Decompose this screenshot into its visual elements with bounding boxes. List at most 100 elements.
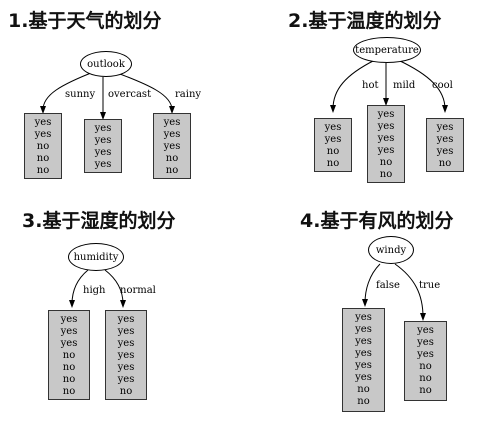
leaf-high: yes yes yes no no no no [48, 310, 90, 400]
class-label: yes [436, 122, 454, 133]
class-label: yes [377, 145, 395, 156]
class-label: no [165, 165, 179, 176]
edge-rainy [111, 70, 173, 111]
class-label: yes [117, 314, 135, 325]
panel-outlook: 1.基于天气的划分 outlook sunny overcast rainy y… [0, 0, 250, 200]
tree-edges [69, 269, 126, 308]
class-label: yes [377, 109, 395, 120]
class-label: no [419, 373, 432, 384]
class-label: yes [436, 134, 454, 145]
branch-label-normal: normal [120, 285, 156, 296]
class-label: no [379, 169, 393, 180]
panel-windy: 4.基于有风的划分 windy false true yes yes yes y… [250, 200, 499, 429]
branch-label-true: true [419, 280, 441, 291]
tree-edges [40, 70, 175, 120]
edge-true [394, 263, 424, 318]
branch-label-mild: mild [393, 80, 416, 91]
class-label: yes [355, 360, 372, 371]
leaf-normal: yes yes yes yes yes yes no [105, 310, 147, 400]
edge-cool [397, 59, 446, 110]
class-label: no [419, 385, 432, 396]
arrowhead [442, 105, 448, 113]
leaf-true: yes yes yes no no no [404, 321, 447, 401]
root-node-outlook: outlook [80, 51, 132, 77]
class-label: yes [94, 135, 112, 146]
class-label: no [438, 158, 452, 169]
class-label: yes [355, 372, 372, 383]
class-label: yes [355, 312, 372, 323]
edge-sunny [42, 70, 97, 111]
panel-title: 1.基于天气的划分 [8, 10, 162, 32]
panel-temperature: 2.基于温度的划分 temperature hot mild cool yes … [250, 0, 499, 200]
arrowhead [420, 313, 426, 321]
class-label: yes [163, 117, 181, 128]
class-label: yes [117, 362, 135, 373]
leaf-hot: yes yes no no [314, 118, 352, 172]
arrowhead [120, 300, 126, 308]
class-label: yes [324, 122, 342, 133]
class-label: yes [117, 338, 135, 349]
class-label: no [36, 153, 50, 164]
arrowhead [100, 112, 106, 120]
class-label: no [326, 146, 340, 157]
leaf-false: yes yes yes yes yes yes no no [342, 308, 385, 412]
class-label: yes [117, 350, 135, 361]
class-label: yes [60, 326, 78, 337]
class-label: no [36, 141, 50, 152]
class-label: yes [117, 374, 135, 385]
root-node-humidity: humidity [68, 243, 124, 271]
class-label: yes [34, 117, 52, 128]
class-label: no [326, 158, 340, 169]
root-node-windy: windy [368, 236, 414, 264]
arrowhead [383, 98, 389, 106]
arrowhead [69, 300, 75, 308]
class-label: yes [355, 348, 372, 359]
leaf-mild: yes yes yes yes no no [367, 105, 405, 183]
class-label: yes [60, 314, 78, 325]
panel-humidity: 3.基于湿度的划分 humidity high normal yes yes y… [0, 200, 250, 429]
class-label: yes [163, 141, 181, 152]
class-label: yes [355, 324, 372, 335]
class-label: no [119, 386, 133, 397]
class-label: no [62, 350, 76, 361]
leaf-cool: yes yes yes no [426, 118, 464, 172]
class-label: no [62, 362, 76, 373]
branch-label-cool: cool [432, 80, 453, 91]
branch-label-overcast: overcast [108, 89, 152, 100]
tree-edges [362, 263, 426, 321]
panel-title: 3.基于湿度的划分 [22, 210, 176, 232]
class-label: no [165, 153, 179, 164]
edge-hot [332, 59, 376, 110]
class-label: yes [417, 337, 434, 348]
class-label: no [379, 157, 393, 168]
root-node-temperature: temperature [353, 37, 421, 63]
class-label: no [62, 386, 76, 397]
arrowhead [362, 299, 368, 307]
class-label: yes [436, 146, 454, 157]
class-label: yes [163, 129, 181, 140]
branch-label-sunny: sunny [65, 89, 96, 100]
branch-label-rainy: rainy [175, 89, 202, 100]
class-label: no [357, 384, 370, 395]
class-label: yes [417, 325, 434, 336]
class-label: yes [94, 147, 112, 158]
class-label: no [357, 396, 370, 407]
class-label: yes [94, 123, 112, 134]
branch-label-false: false [376, 280, 400, 291]
class-label: no [62, 374, 76, 385]
class-label: yes [117, 326, 135, 337]
panel-title: 4.基于有风的划分 [300, 210, 454, 232]
class-label: yes [34, 129, 52, 140]
class-label: yes [355, 336, 372, 347]
arrowhead [169, 106, 175, 114]
arrowhead [40, 106, 46, 114]
leaf-rainy: yes yes yes no no [153, 113, 191, 179]
leaf-overcast: yes yes yes yes [84, 119, 122, 173]
class-label: yes [324, 134, 342, 145]
class-label: yes [377, 121, 395, 132]
leaf-sunny: yes yes no no no [24, 113, 62, 179]
class-label: yes [94, 159, 112, 170]
panel-title: 2.基于温度的划分 [288, 10, 442, 32]
class-label: no [419, 361, 432, 372]
class-label: yes [60, 338, 78, 349]
